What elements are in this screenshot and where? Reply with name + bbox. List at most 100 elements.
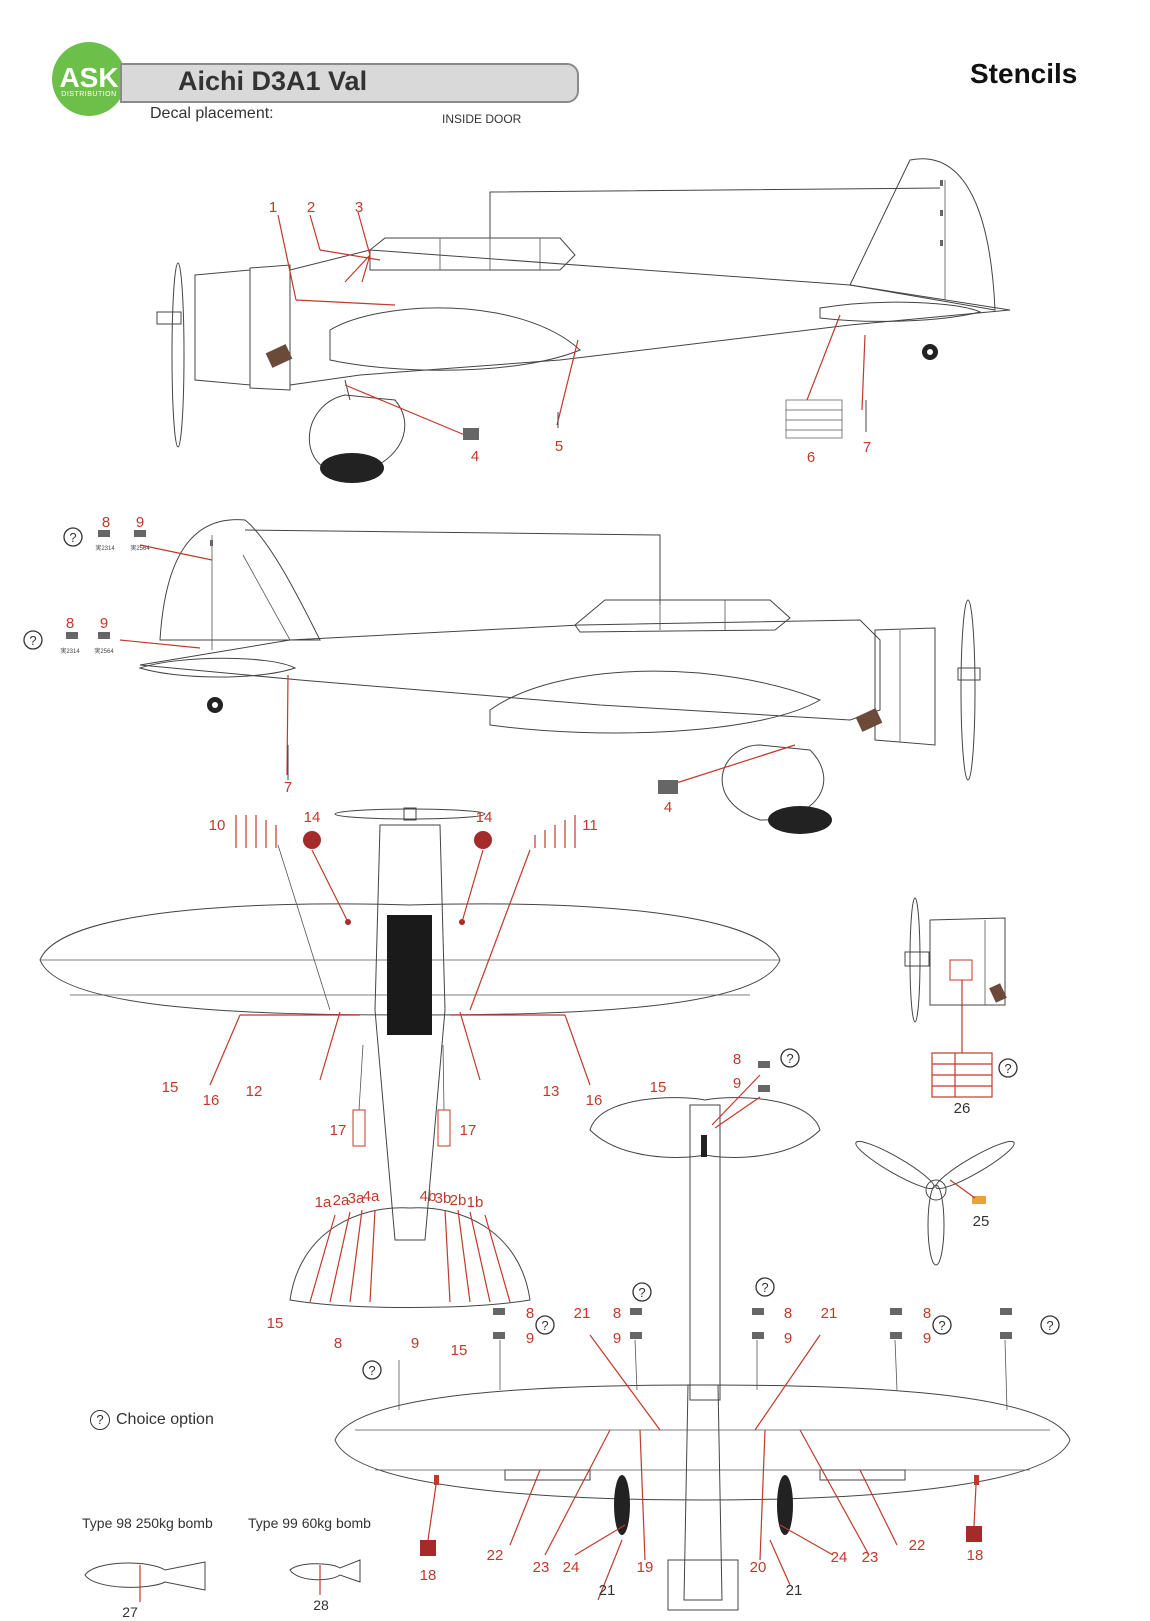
callout-21: 21 <box>574 1305 591 1322</box>
svg-text:実2564: 実2564 <box>94 647 114 655</box>
bomb-28-number: 28 <box>313 1597 329 1613</box>
header-bar <box>120 63 579 103</box>
callout-17: 17 <box>330 1122 347 1139</box>
svg-text:?: ? <box>638 1285 645 1300</box>
choice-marker: ? <box>632 1282 652 1302</box>
svg-text:?: ? <box>69 530 76 545</box>
question-icon: ? <box>90 1410 110 1430</box>
callout-8: 8 <box>923 1305 931 1322</box>
callout-19: 19 <box>637 1559 654 1576</box>
side-view-right: ? ? 8 9 8 9 7 4 実2314 実2564 実2314 実2564 <box>23 514 981 834</box>
callout-8: 8 <box>526 1305 534 1322</box>
svg-text:?: ? <box>1004 1061 1011 1076</box>
svg-text:実2314: 実2314 <box>60 647 80 655</box>
svg-text:実2564: 実2564 <box>130 544 150 552</box>
callout-18: 18 <box>967 1547 984 1564</box>
callout-15: 15 <box>451 1342 468 1359</box>
callout-16: 16 <box>586 1092 603 1109</box>
choice-legend-label: Choice option <box>116 1411 214 1428</box>
callout-21: 21 <box>786 1582 803 1599</box>
callout-18: 18 <box>420 1567 437 1584</box>
bomb-type99-label: Type 99 60kg bomb <box>248 1515 371 1531</box>
engine-detail: ? 26 <box>904 897 1018 1117</box>
callout-15: 15 <box>650 1079 667 1096</box>
svg-text:実2314: 実2314 <box>95 544 115 552</box>
tail-view: ? 8 9 <box>589 1048 821 1401</box>
callout-25: 25 <box>973 1213 990 1230</box>
callout-2b: 2b <box>450 1192 467 1209</box>
callout-22: 22 <box>909 1537 926 1554</box>
callout-12: 12 <box>246 1083 263 1100</box>
callout-6: 6 <box>807 449 815 466</box>
choice-marker: ? <box>535 1315 555 1335</box>
callout-4a: 4a <box>363 1188 380 1205</box>
callout-9: 9 <box>784 1330 792 1347</box>
callout-24: 24 <box>831 1549 848 1566</box>
callout-8: 8 <box>66 615 74 632</box>
callout-15: 15 <box>267 1315 284 1332</box>
callout-7: 7 <box>863 439 871 456</box>
callout-2a: 2a <box>333 1192 350 1209</box>
svg-text:?: ? <box>29 633 36 648</box>
callout-8: 8 <box>102 514 110 531</box>
callout-9: 9 <box>733 1075 741 1092</box>
callout-3: 3 <box>355 199 363 216</box>
callout-23: 23 <box>862 1549 879 1566</box>
callout-21: 21 <box>599 1582 616 1599</box>
bomb-type98-label: Type 98 250kg bomb <box>82 1515 213 1531</box>
callout-9: 9 <box>526 1330 534 1347</box>
svg-text:?: ? <box>1046 1318 1053 1333</box>
callout-9: 9 <box>100 615 108 632</box>
choice-marker: ? <box>780 1048 800 1068</box>
callout-10: 10 <box>209 817 226 834</box>
callout-8: 8 <box>784 1305 792 1322</box>
callout-21: 21 <box>821 1305 838 1322</box>
callout-4: 4 <box>664 799 672 816</box>
choice-legend: ? Choice option <box>90 1410 214 1430</box>
choice-marker: ? <box>362 1360 382 1380</box>
callout-17: 17 <box>460 1122 477 1139</box>
callout-23: 23 <box>533 1559 550 1576</box>
side-view-left: 1 2 3 4 5 6 7 <box>156 158 1011 483</box>
page-subtitle: Decal placement: <box>150 105 274 122</box>
callout-9: 9 <box>923 1330 931 1347</box>
callout-3a: 3a <box>348 1190 365 1207</box>
callout-26: 26 <box>954 1100 971 1117</box>
callout-2: 2 <box>307 199 315 216</box>
svg-text:?: ? <box>541 1318 548 1333</box>
choice-marker: ? <box>63 527 83 547</box>
callout-1: 1 <box>269 199 277 216</box>
callout-14: 14 <box>304 809 321 826</box>
logo-circle <box>52 42 126 116</box>
logo-text: ASK <box>59 62 119 93</box>
callout-7: 7 <box>284 779 292 796</box>
callout-9: 9 <box>613 1330 621 1347</box>
callout-3b: 3b <box>435 1190 452 1207</box>
callout-8: 8 <box>733 1051 741 1068</box>
callout-22: 22 <box>487 1547 504 1564</box>
callout-15: 15 <box>162 1079 179 1096</box>
callout-8: 8 <box>613 1305 621 1322</box>
svg-text:?: ? <box>786 1051 793 1066</box>
propeller-detail: 25 <box>855 1140 1015 1266</box>
inside-door-note: INSIDE DOOR <box>442 112 522 126</box>
callout-24: 24 <box>563 1559 580 1576</box>
choice-marker: ? <box>755 1277 775 1297</box>
callout-1a: 1a <box>315 1194 332 1211</box>
choice-marker: ? <box>23 630 43 650</box>
callout-8: 8 <box>334 1335 342 1352</box>
callout-4: 4 <box>471 448 479 465</box>
callout-9: 9 <box>136 514 144 531</box>
callout-4b: 4b <box>420 1188 437 1205</box>
callout-14: 14 <box>476 809 493 826</box>
bomb-27-number: 27 <box>122 1604 138 1620</box>
callout-16: 16 <box>203 1092 220 1109</box>
bombs: 27 28 <box>84 1559 361 1620</box>
svg-text:?: ? <box>368 1363 375 1378</box>
choice-marker: ? <box>932 1315 952 1335</box>
callout-11: 11 <box>582 817 598 834</box>
callout-9: 9 <box>411 1335 419 1352</box>
choice-marker: ? <box>998 1058 1018 1078</box>
svg-text:?: ? <box>761 1280 768 1295</box>
